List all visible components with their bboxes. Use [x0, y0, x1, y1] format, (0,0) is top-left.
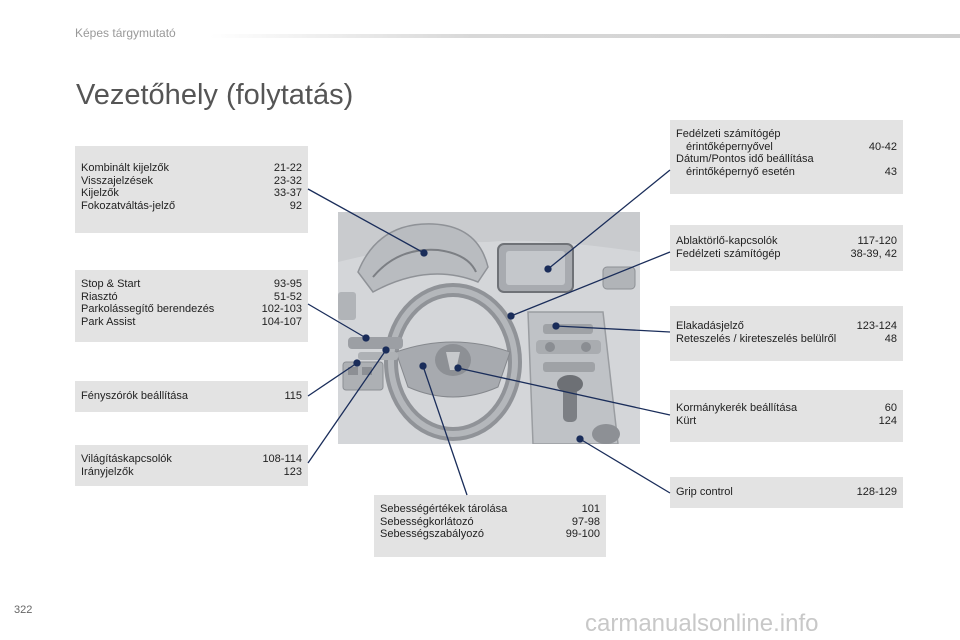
computer-line1b: érintőképernyővel [686, 140, 773, 153]
index-entry: Park Assist 104-107 [81, 316, 302, 329]
entry-label: Kürt [676, 414, 697, 427]
entry-label: Fokozatváltás-jelző [81, 199, 176, 212]
index-entry: Parkolássegítő berendezés 102-103 [81, 303, 302, 316]
index-entry: Riasztó 51-52 [81, 291, 302, 304]
computer-line1a: Fedélzeti számítógép [676, 128, 781, 140]
entry-pages: 23-32 [273, 174, 302, 187]
entry-label: Ablaktörlő-kapcsolók [676, 235, 778, 247]
entry-pages: 124 [878, 414, 897, 427]
computer-line2a: Dátum/Pontos idő beállítása [676, 153, 814, 165]
index-entry: Irányjelzők 123 [81, 466, 302, 479]
entry-label: Irányjelzők [81, 465, 134, 478]
entry-label: Riasztó [81, 290, 118, 303]
entry-label: Sebességszabályozó [380, 528, 484, 540]
index-entry: Fokozatváltás-jelző 92 [81, 200, 302, 213]
entry-label: Reteszelés / kireteszelés belülről [676, 332, 837, 345]
computer-pages1: 40-42 [868, 140, 897, 153]
entry-pages: 93-95 [273, 278, 302, 290]
index-entry: Sebességkorlátozó 97-98 [380, 516, 600, 529]
entry-label: Fényszórók beállítása [81, 390, 188, 402]
index-entry: Ablaktörlő-kapcsolók 117-120 [676, 235, 897, 248]
entry-pages: 123 [283, 465, 302, 478]
index-entry: Visszajelzések 23-32 [81, 175, 302, 188]
computer-pages2: 43 [884, 165, 897, 178]
entry-label: Parkolássegítő berendezés [81, 303, 215, 315]
entry-label: Kormánykerék beállítása [676, 402, 798, 414]
entry-label: Elakadásjelző [676, 320, 744, 332]
entry-pages: 33-37 [273, 187, 302, 199]
entry-pages: 117-120 [857, 235, 897, 247]
entry-label: Világításkapcsolók [81, 453, 172, 465]
index-entry: Világításkapcsolók 108-114 [81, 453, 302, 466]
index-entry: Sebességszabályozó 99-100 [380, 528, 600, 541]
entry-label: Kombinált kijelzők [81, 162, 170, 174]
grip-control-box: Grip control 128-129 [670, 477, 903, 508]
index-entry: Elakadásjelző 123-124 [676, 320, 897, 333]
entry-pages: 108-114 [262, 453, 302, 465]
entry-label: Stop & Start [81, 278, 141, 290]
entry-label: Sebességkorlátozó [380, 515, 474, 528]
entry-pages: 92 [289, 199, 302, 212]
entry-pages: 102-103 [261, 303, 302, 315]
entry-label: Visszajelzések [81, 174, 153, 187]
headlamp-adjustment-box: Fényszórók beállítása 115 [75, 381, 308, 412]
entry-pages: 21-22 [273, 162, 302, 174]
entry-pages: 115 [284, 390, 302, 402]
entry-label: Grip control [676, 486, 733, 498]
index-entry: Kijelzők 33-37 [81, 187, 302, 200]
index-entry: Kormánykerék beállítása 60 [676, 402, 897, 415]
entry-pages: 128-129 [856, 486, 897, 498]
index-entry: Fényszórók beállítása 115 [81, 390, 302, 403]
entry-pages: 38-39, 42 [850, 247, 897, 260]
index-entry: Reteszelés / kireteszelés belülről 48 [676, 333, 897, 346]
onboard-computer-box: Fedélzeti számítógép érintőképernyővel 40… [670, 120, 903, 194]
entry-pages: 104-107 [261, 315, 302, 328]
dashboard-illustration [338, 212, 640, 444]
entry-pages: 48 [884, 332, 897, 345]
index-entry: Kombinált kijelzők 21-22 [81, 162, 302, 175]
computer-line2b: érintőképernyő esetén [686, 165, 795, 178]
entry-label: Park Assist [81, 315, 136, 328]
entry-pages: 101 [581, 503, 600, 515]
entry-pages: 99-100 [565, 528, 600, 540]
entry-label: Kijelzők [81, 187, 119, 199]
entry-pages: 123-124 [856, 320, 897, 332]
index-entry: Grip control 128-129 [676, 486, 897, 499]
watermark: carmanualsonline.info [585, 610, 819, 637]
entry-pages: 60 [884, 402, 897, 414]
page-number: 322 [14, 604, 33, 616]
index-entry: Sebességértékek tárolása 101 [380, 503, 600, 516]
entry-label: Sebességértékek tárolása [380, 503, 508, 515]
index-entry: Stop & Start 93-95 [81, 278, 302, 291]
entry-label: Fedélzeti számítógép [676, 247, 781, 260]
page-title: Vezetőhely (folytatás) [76, 79, 354, 112]
index-entry: Fedélzeti számítógép 38-39, 42 [676, 248, 897, 261]
entry-pages: 97-98 [571, 515, 600, 528]
index-entry: Kürt 124 [676, 415, 897, 428]
header-divider [210, 34, 960, 38]
section-header: Képes tárgymutató [75, 26, 176, 40]
entry-pages: 51-52 [273, 290, 302, 303]
